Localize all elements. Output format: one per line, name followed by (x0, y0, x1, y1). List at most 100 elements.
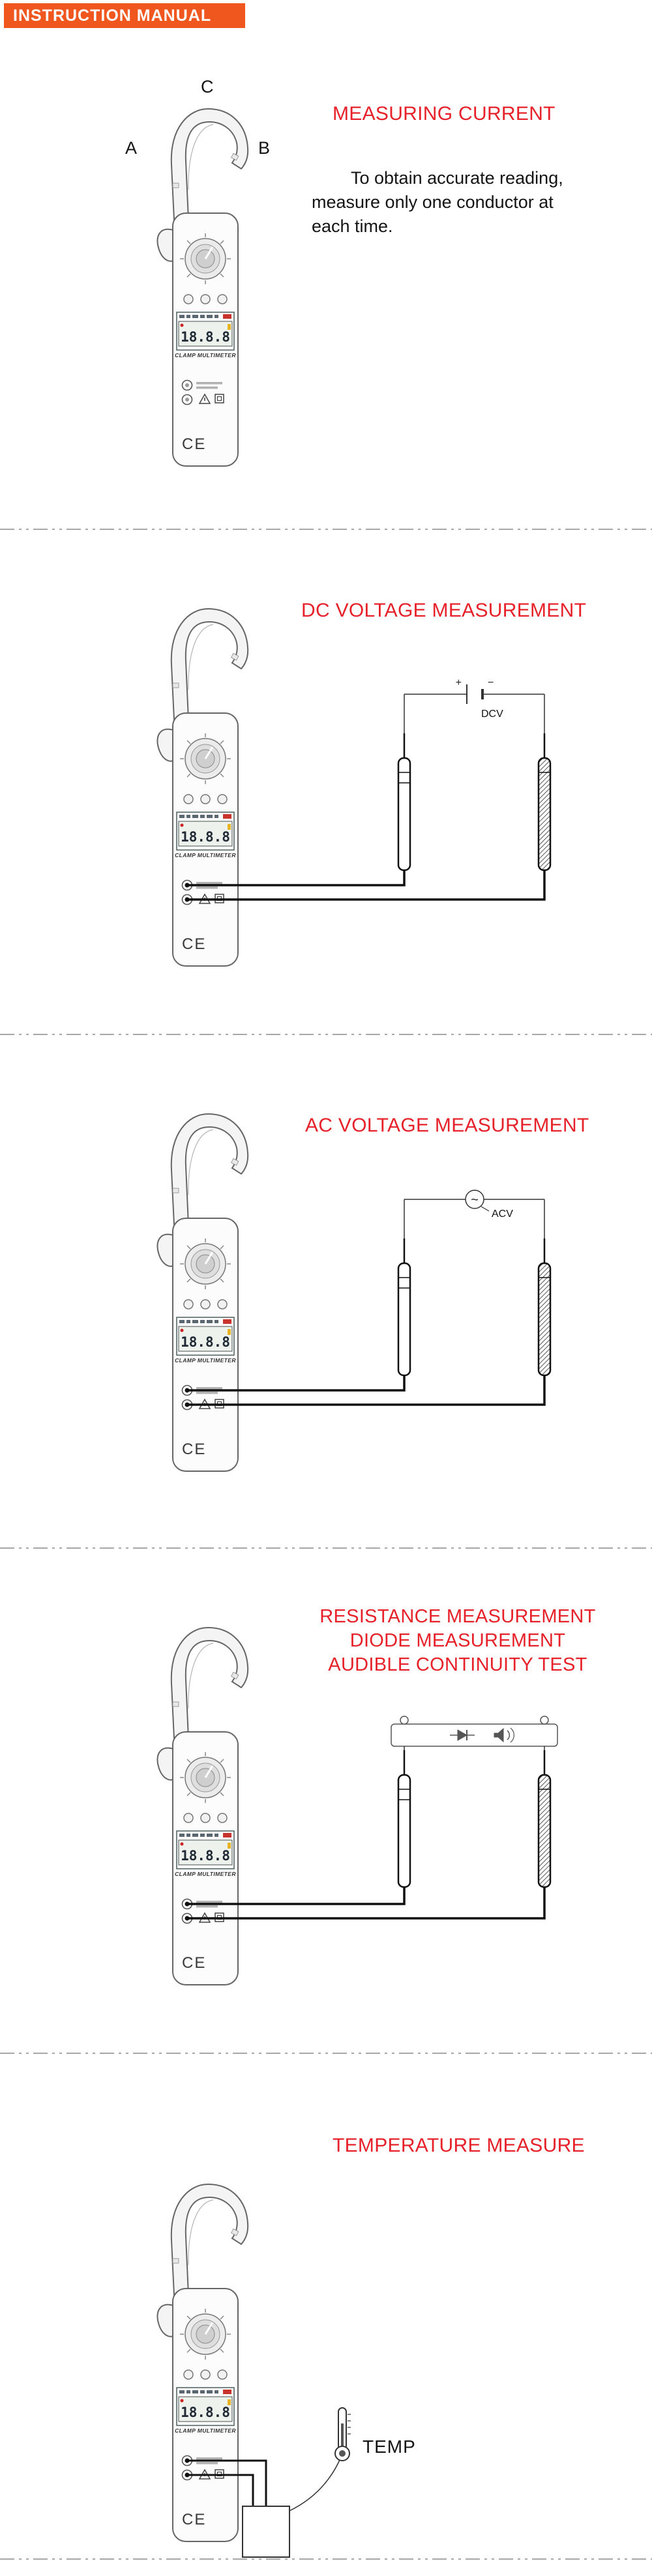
rotary-dial (180, 1752, 231, 1803)
test-probe-red (537, 1749, 552, 1888)
clamp-label-a: A (125, 138, 138, 158)
page-header-banner: INSTRUCTION MANUAL (4, 3, 245, 28)
rating-fineprint (196, 1901, 222, 1908)
ac-voltage-diagram: ~ ACV (185, 1190, 552, 1407)
section-divider (0, 1034, 652, 1035)
battery-symbol (404, 684, 545, 733)
meter-brand-label: CLAMP MULTIMETER (175, 1871, 236, 1877)
clamp-trigger (156, 228, 175, 262)
meter-brand-label: CLAMP MULTIMETER (175, 852, 236, 858)
temp-label: TEMP (363, 2437, 416, 2457)
ce-mark: CE (182, 2511, 206, 2528)
rating-fineprint (196, 1387, 222, 1394)
plug-black (185, 883, 190, 888)
thermometer-icon (334, 2407, 351, 2461)
section-title: RESISTANCE MEASUREMENT DIODE MEASUREMENT… (319, 1606, 596, 1675)
lcd-digits: 18.8.8 (181, 1848, 230, 1864)
section-divider (0, 2558, 652, 2560)
probe-wire-red (187, 1375, 546, 1406)
test-probe-black (397, 732, 411, 871)
clamp-jaw (170, 2183, 249, 2296)
clamp-meter: 18.8.8 CLAMP MULTIMETER CE (156, 1113, 249, 1472)
double-insulation-icon (215, 394, 224, 403)
test-probe-red (537, 1237, 552, 1377)
function-buttons (183, 2369, 228, 2380)
probe-wire-black (187, 1887, 406, 1905)
clamp-trigger (156, 1747, 175, 1781)
clamp-meter-illustration: 18.8.8 CLAMP MULTIMETER CE (134, 1097, 277, 1488)
section-title: TEMPERATURE MEASURE (333, 2135, 585, 2156)
warning-icon (198, 393, 211, 404)
function-buttons (183, 294, 228, 304)
function-buttons (183, 794, 228, 804)
ac-wave-symbol: ~ (471, 1193, 479, 1207)
lcd-display: 18.8.8 (176, 1317, 235, 1356)
range-indicator-strip (179, 1319, 231, 1324)
rating-fineprint (196, 2457, 222, 2465)
clamp-trigger (156, 1233, 175, 1267)
function-buttons (183, 1813, 228, 1823)
section-title: MEASURING CURRENT (333, 103, 556, 124)
probe-wire-red (187, 1887, 546, 1920)
rating-fineprint (196, 882, 222, 889)
ce-mark: CE (182, 935, 206, 953)
temperature-diagram (185, 2458, 340, 2558)
measuring-note: To obtain accurate reading, measure only… (312, 168, 563, 236)
plug-black (185, 2458, 190, 2463)
clamp-meter-illustration: 18.8.8 CLAMP MULTIMETER CE (134, 1611, 277, 2002)
section-title: AC VOLTAGE MEASUREMENT (305, 1115, 589, 1136)
resistance-diagram (185, 1716, 558, 1921)
temp-adapter (242, 2506, 290, 2558)
probe-wire-black (187, 1375, 406, 1392)
test-probe-black (397, 1237, 411, 1377)
rotary-dial (180, 733, 231, 784)
plug-red (185, 897, 190, 902)
lcd-display: 18.8.8 (176, 2387, 235, 2426)
meter-brand-label: CLAMP MULTIMETER (175, 2427, 236, 2434)
meter-brand-label: CLAMP MULTIMETER (175, 1357, 236, 1364)
speaker-symbol (494, 1727, 514, 1743)
ac-source-symbol (404, 1190, 545, 1238)
input-jacks (181, 379, 193, 405)
rotary-dial (180, 233, 231, 284)
section-title: DC VOLTAGE MEASUREMENT (301, 600, 587, 621)
plug-black (185, 1901, 190, 1907)
clamp-meter: 18.8.8 CLAMP MULTIMETER CE (156, 1626, 249, 1985)
terminal-right (540, 1716, 549, 1725)
test-probe-red (537, 732, 552, 871)
ce-mark: CE (182, 435, 206, 453)
plug-black (185, 1388, 190, 1393)
clamp-jaw (170, 1626, 249, 1739)
clamp-jaw (170, 1113, 249, 1225)
diode-symbol (450, 1729, 475, 1741)
clamp-meter-illustration: 18.8.8 CLAMP MULTIMETER CE (134, 592, 277, 983)
plug-red (185, 1916, 190, 1921)
ce-mark: CE (182, 1954, 206, 1972)
component-box (391, 1716, 558, 1750)
range-indicator-strip (179, 314, 231, 319)
clamp-meter: 18.8.8 CLAMP MULTIMETER CE (156, 607, 249, 967)
clamp-label-c: C (201, 77, 214, 96)
temp-wire-2 (187, 2474, 254, 2506)
section-divider (0, 529, 652, 530)
rotary-dial (180, 2309, 231, 2360)
page-header-label: INSTRUCTION MANUAL (13, 6, 212, 25)
lcd-digits: 18.8.8 (181, 329, 230, 345)
range-indicator-strip (179, 814, 231, 819)
ce-mark: CE (182, 1441, 206, 1458)
clamp-trigger (156, 2304, 175, 2337)
rotary-dial (180, 1238, 231, 1289)
plug-red (185, 2472, 190, 2478)
clamp-trigger (156, 728, 175, 762)
lcd-display: 18.8.8 (176, 812, 235, 851)
probe-wire-red (187, 870, 546, 901)
probe-wire-black (187, 870, 406, 886)
rating-fineprint (196, 382, 222, 389)
lcd-digits: 18.8.8 (181, 1334, 230, 1350)
acv-label: ACV (492, 1208, 513, 1220)
range-indicator-strip (179, 1833, 231, 1837)
plug-red (185, 1402, 190, 1407)
minus-sign: − (488, 677, 494, 688)
meter-brand-label: CLAMP MULTIMETER (175, 352, 236, 359)
